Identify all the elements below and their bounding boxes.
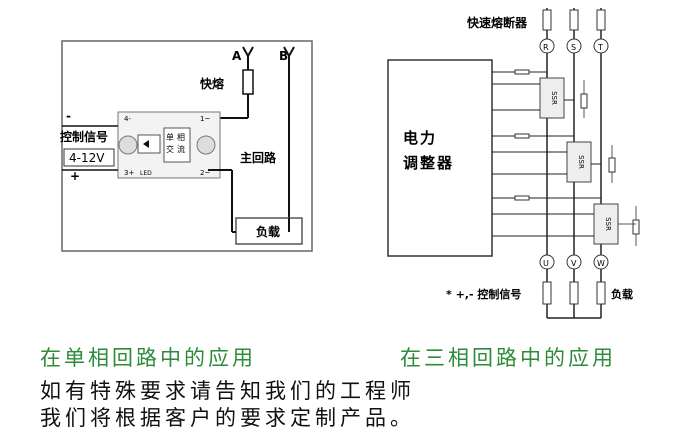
- phase-circle-s: [566, 38, 582, 54]
- single-phase-frame: [61, 40, 313, 252]
- voltage-label: 4-12V: [69, 151, 105, 165]
- phase-label-r: R: [543, 43, 549, 52]
- phase-label-u: U: [543, 259, 549, 268]
- phase-circle-r: [539, 38, 555, 54]
- ssr-module-s: [566, 141, 592, 183]
- three-phase-diagram: 快速熔断器 R S T 电力 调整器 SSR SSR: [387, 8, 640, 319]
- caption-single-phase: 在单相回路中的应用: [40, 346, 256, 370]
- terminal-a-label: A: [232, 49, 242, 63]
- control-signal-note: * +,- 控制信号: [446, 287, 521, 301]
- pin-2-label: 2~: [200, 169, 210, 177]
- controller-label-line1: 电力: [403, 129, 437, 147]
- body-text-line2: 我们将根据客户的要求定制产品。: [40, 406, 415, 430]
- load-resistor-v: [569, 281, 579, 305]
- load-resistor-w: [596, 281, 606, 305]
- main-circuit-label: 主回路: [240, 150, 277, 165]
- ssr-text-2: 相: [177, 132, 185, 142]
- single-phase-diagram: A B 快熔 主回路 单 相 交 流 4- 1~ 3+ LED 2~ - 控制信…: [60, 40, 313, 252]
- controller-label-line2: 调整器: [403, 154, 454, 172]
- phase-circle-w: [593, 254, 609, 270]
- load-label-three: 负载: [611, 287, 633, 301]
- phase-label-v: V: [571, 259, 577, 268]
- pin-1-label: 1~: [200, 115, 210, 123]
- fuse-icon: [242, 69, 254, 95]
- ssr-label-s: SSR: [577, 155, 585, 169]
- phase-circle-t: [593, 38, 609, 54]
- terminal-b-label: B: [279, 49, 288, 63]
- load-box: [235, 217, 303, 245]
- phase-circle-v: [566, 254, 582, 270]
- fuse-s-icon: [569, 9, 579, 31]
- fuse-t-icon: [596, 9, 606, 31]
- pin-3-label: 3+: [124, 169, 134, 177]
- power-controller-box: [387, 59, 493, 257]
- load-label-single: 负载: [256, 224, 280, 239]
- phase-label-w: W: [597, 259, 605, 268]
- plus-sign: +: [70, 169, 80, 183]
- ssr-mount-hole-right: [196, 135, 216, 155]
- led-label: LED: [140, 170, 152, 177]
- body-text-line1: 如有特殊要求请告知我们的工程师: [40, 379, 415, 403]
- fast-fuse-label: 快速熔断器: [467, 15, 528, 30]
- phase-circle-u: [539, 254, 555, 270]
- ssr-label-t: SSR: [604, 217, 612, 231]
- ssr-label-r: SSR: [550, 91, 558, 105]
- pin-4-label: 4-: [124, 115, 131, 123]
- minus-sign: -: [66, 109, 71, 123]
- caption-three-phase: 在三相回路中的应用: [400, 346, 616, 370]
- control-signal-label: 控制信号: [60, 129, 108, 144]
- ssr-module-r: [539, 77, 565, 119]
- terminal-a-icon: [242, 46, 254, 59]
- ssr-mount-hole-left: [118, 135, 138, 155]
- voltage-box: [63, 148, 115, 167]
- phase-label-t: T: [597, 43, 603, 52]
- ssr-core-box: [163, 127, 191, 163]
- fuse-label: 快熔: [200, 76, 225, 91]
- phase-label-s: S: [571, 43, 576, 52]
- ssr-text-3: 交: [166, 144, 174, 154]
- ssr-text-1: 单: [166, 132, 174, 142]
- fuse-r-icon: [542, 9, 552, 31]
- ssr-text-4: 流: [177, 144, 185, 154]
- load-resistor-u: [542, 281, 552, 305]
